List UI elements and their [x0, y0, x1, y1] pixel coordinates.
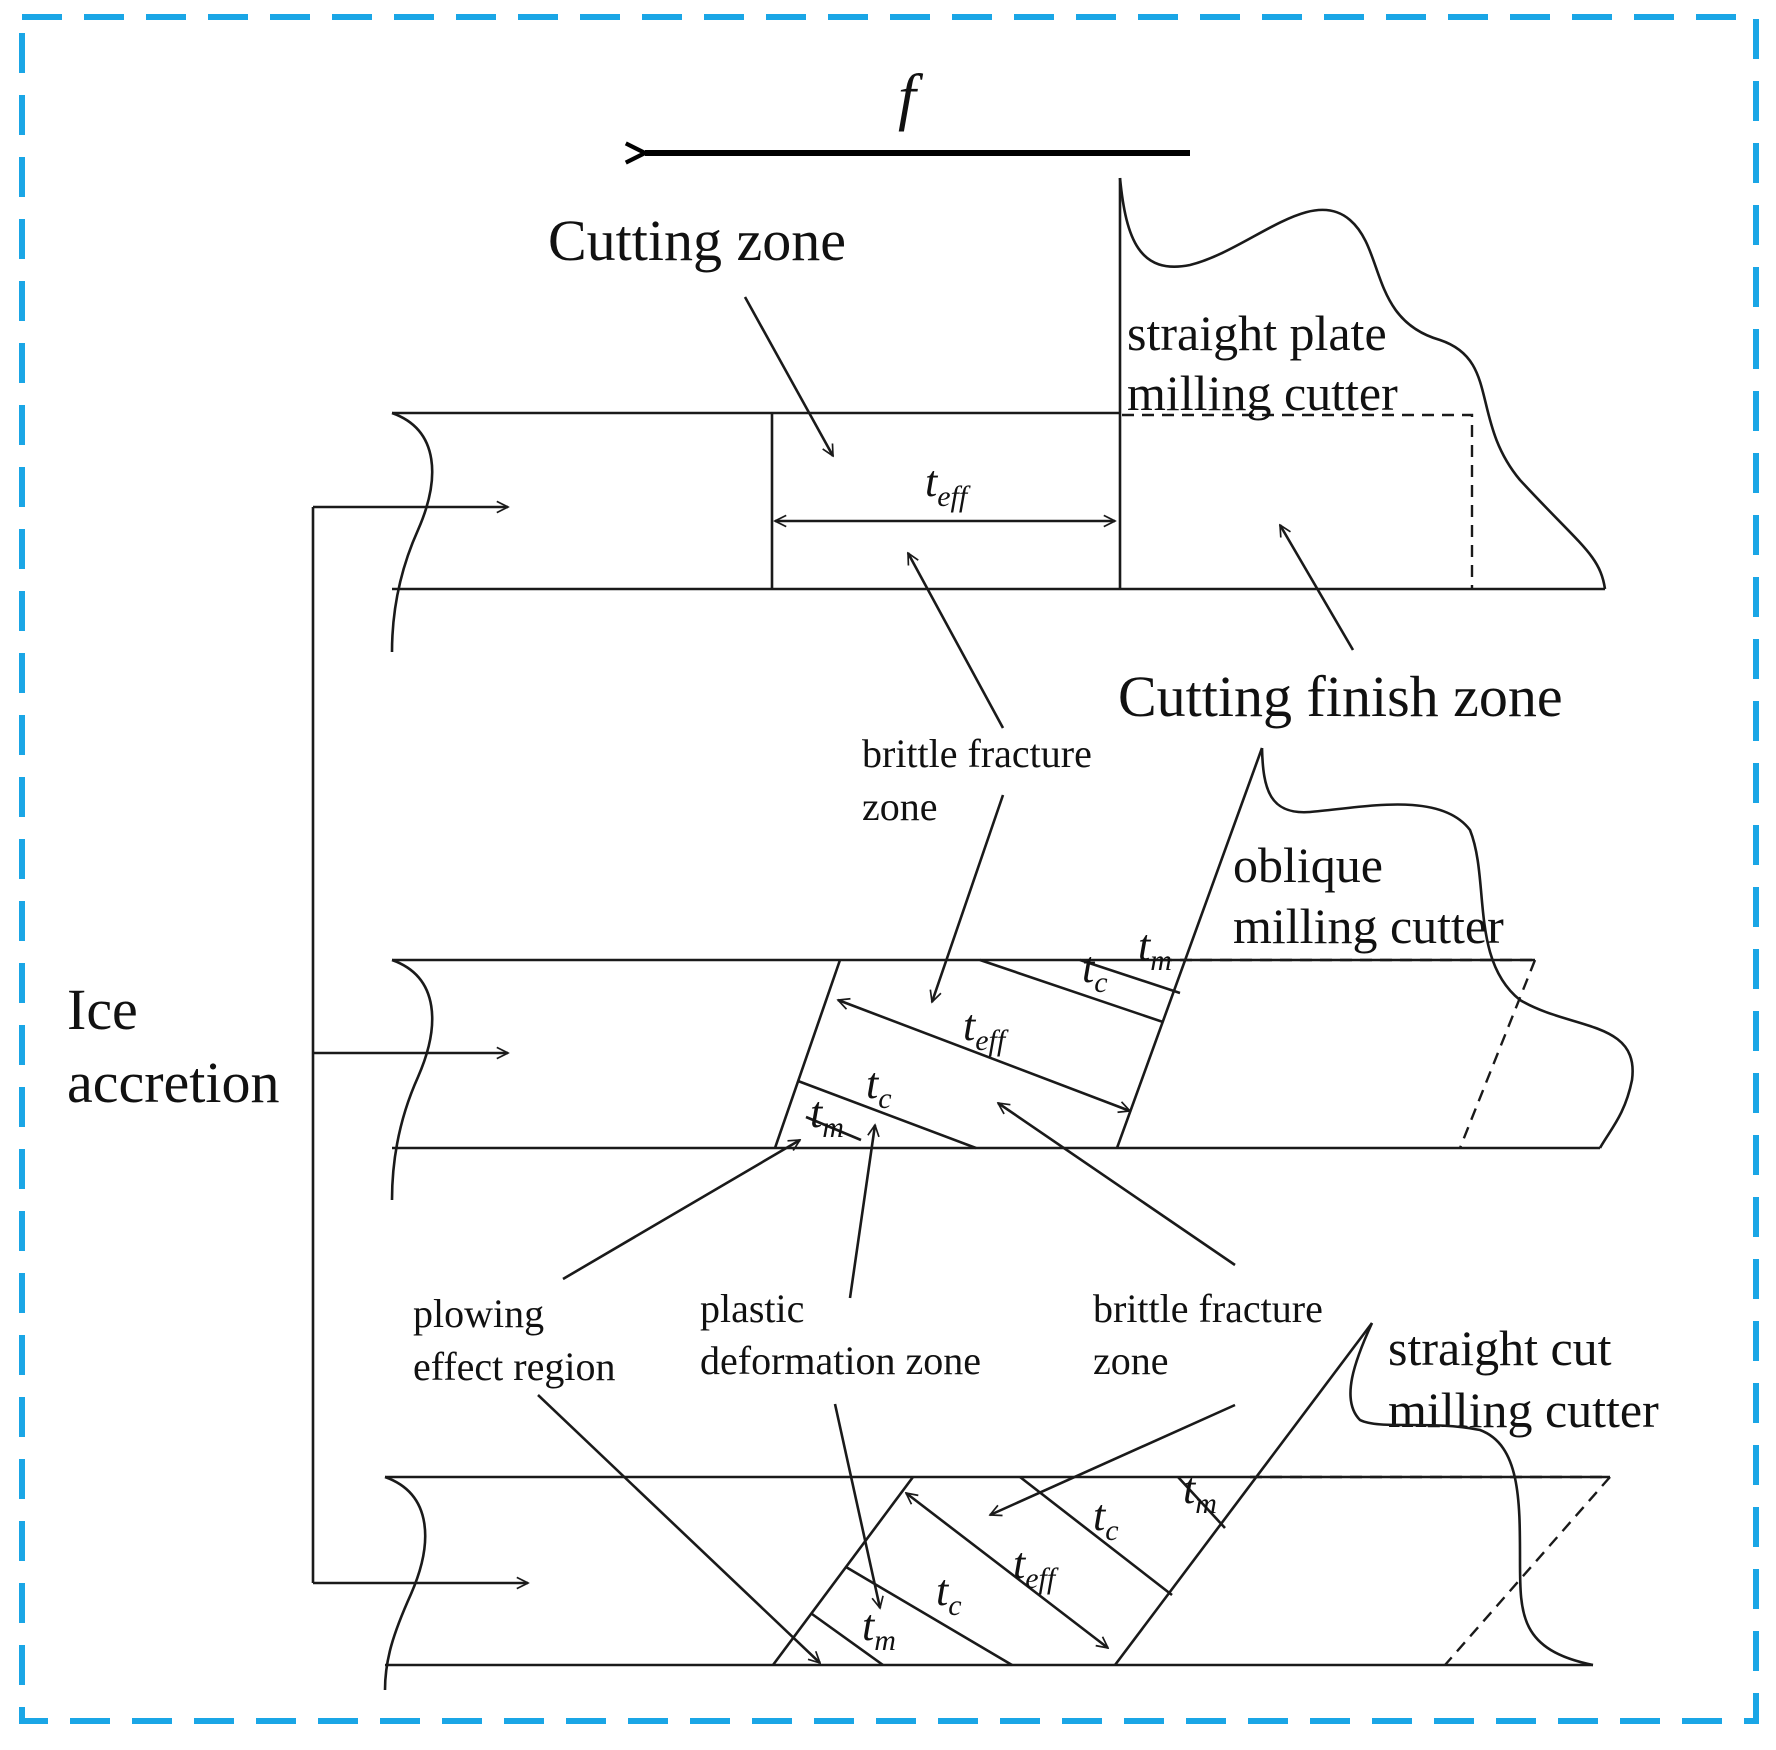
feed-symbol: f	[898, 61, 924, 132]
straight-cut-label: straight cut milling cutter	[1388, 1320, 1659, 1438]
oblique-label: oblique milling cutter	[1233, 837, 1504, 954]
cutting-zone-label: Cutting zone	[548, 208, 846, 273]
brittle-fracture-label-bottom: brittle fracture zone	[1093, 1286, 1333, 1383]
ice-accretion-label: Ice accretion	[67, 977, 280, 1115]
cutter-outline-3	[1349, 1322, 1594, 1667]
straight-plate-label: straight plate milling cutter	[1127, 305, 1399, 421]
plowing-arrow-2	[562, 1138, 800, 1281]
panel-straight-cut: teff tm tc tc tm	[383, 1322, 1611, 1691]
t-m-label-3a: tm	[1183, 1464, 1217, 1520]
brittle-arrow-2	[998, 1101, 1236, 1267]
t-m-label-2b: tm	[810, 1088, 844, 1144]
t-c-label-2a: tc	[1082, 943, 1108, 999]
t-eff-label-1: teff	[925, 457, 971, 513]
plastic-arrow-2	[848, 1125, 875, 1299]
panel-straight-plate: teff	[390, 177, 1607, 729]
plowing-effect-label: plowing effect region	[413, 1291, 615, 1389]
t-c-label-3b: tc	[936, 1566, 962, 1622]
t-m-label-2a: tm	[1138, 921, 1172, 977]
t-m-label-3b: tm	[862, 1601, 896, 1657]
plastic-deformation-label: plastic deformation zone	[700, 1286, 981, 1383]
t-eff-label-2: teff	[963, 1001, 1009, 1057]
cutter-outline-1	[1118, 177, 1607, 590]
cutting-finish-zone-label: Cutting finish zone	[1118, 664, 1563, 729]
frame-border	[19, 14, 1759, 1724]
ice-accretion-bracket	[311, 507, 528, 1583]
t-eff-label-3: teff	[1013, 1539, 1059, 1595]
panel-oblique: teff tm tc tc tm	[390, 747, 1634, 1201]
cutter-outline-2	[1260, 747, 1634, 1149]
brittle-fracture-label-top: brittle fracture zone	[862, 731, 1102, 829]
t-c-label-3a: tc	[1093, 1491, 1119, 1547]
t-c-label-2b: tc	[866, 1059, 892, 1115]
